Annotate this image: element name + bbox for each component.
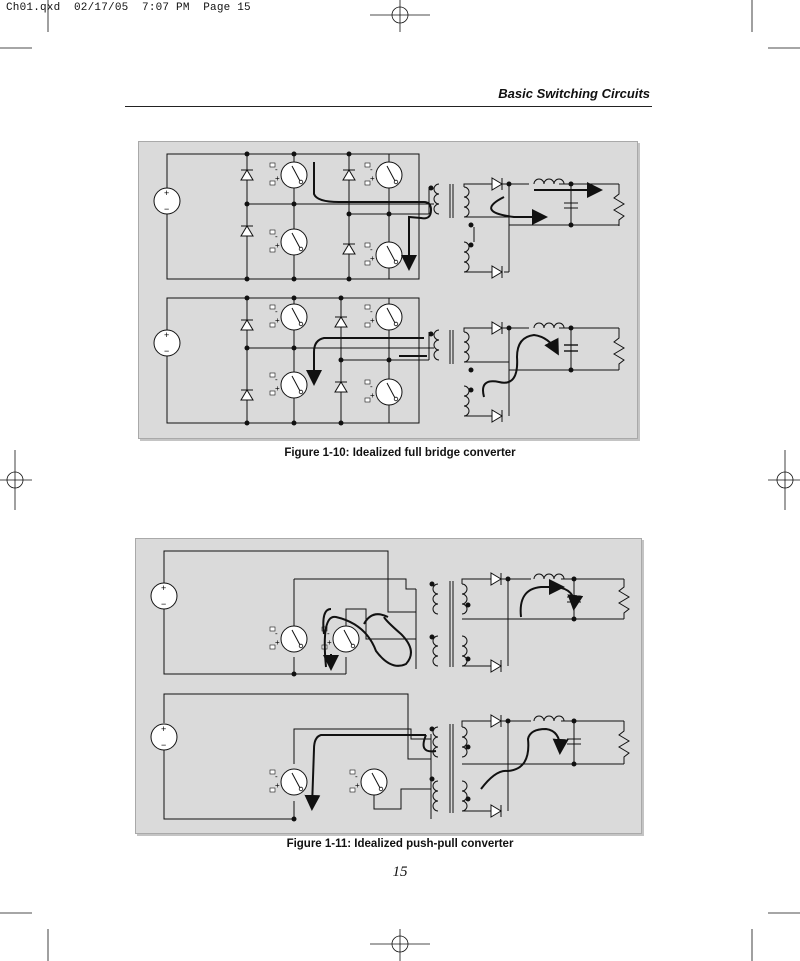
capacitor-icon xyxy=(567,738,581,745)
inductor-icon xyxy=(533,178,565,185)
switch-icon xyxy=(364,303,403,331)
registration-mark-icon xyxy=(768,450,800,510)
current-flow-arrow-icon xyxy=(304,727,569,811)
registration-mark-icon xyxy=(370,929,430,961)
switch-icon xyxy=(349,768,388,796)
figure-1-11-caption: Figure 1-11: Idealized push-pull convert… xyxy=(286,838,514,850)
svg-text:−: − xyxy=(161,599,166,609)
switch-icon xyxy=(269,371,308,399)
svg-text:−: − xyxy=(161,740,166,750)
figure-1-10-caption: Figure 1-10: Idealized full bridge conve… xyxy=(284,447,516,459)
switch-icon xyxy=(269,228,308,256)
switch-icon xyxy=(364,161,403,189)
transformer-icon xyxy=(432,724,468,813)
inductor-icon xyxy=(533,322,565,329)
push-pull-schematic: +− xyxy=(150,550,630,822)
registration-mark-icon xyxy=(370,0,430,32)
print-slug: Ch01.qxd 02/17/05 7:07 PM Page 15 xyxy=(6,2,251,14)
load-resistor-icon xyxy=(613,187,625,227)
diode-icon xyxy=(334,316,348,328)
capacitor-icon xyxy=(564,202,578,209)
svg-text:+: + xyxy=(164,330,169,340)
diode-icon xyxy=(491,265,503,279)
diode-icon xyxy=(491,409,503,423)
transformer-icon xyxy=(428,329,474,417)
current-flow-arrow-icon xyxy=(306,333,559,398)
current-flow-arrow-icon xyxy=(313,162,603,271)
transformer-icon xyxy=(428,183,474,273)
header-rule xyxy=(125,106,652,107)
diode-icon xyxy=(490,659,502,673)
load-resistor-icon xyxy=(618,724,630,764)
capacitor-icon xyxy=(564,344,578,352)
diode-icon xyxy=(490,714,502,728)
diode-icon xyxy=(342,169,356,181)
switch-icon xyxy=(364,241,403,269)
switch-icon xyxy=(269,303,308,331)
svg-text:−: − xyxy=(164,346,169,356)
inductor-icon xyxy=(533,573,565,580)
diode-icon xyxy=(240,169,254,181)
registration-mark-icon xyxy=(0,450,32,510)
load-resistor-icon xyxy=(613,331,625,371)
svg-text:+: + xyxy=(164,188,169,198)
diode-icon xyxy=(490,804,502,818)
switch-icon xyxy=(364,378,403,406)
figure-1-10-panel: - + xyxy=(138,141,638,439)
diode-icon xyxy=(342,243,356,255)
inductor-icon xyxy=(533,715,565,722)
current-flow-arrow-icon xyxy=(322,579,584,671)
transformer-icon xyxy=(432,581,468,667)
diode-icon xyxy=(491,321,503,335)
diode-icon xyxy=(334,381,348,393)
svg-text:−: − xyxy=(164,204,169,214)
switch-icon xyxy=(269,768,308,796)
page-number: 15 xyxy=(392,864,408,880)
diode-icon xyxy=(240,389,254,401)
svg-text:+: + xyxy=(161,724,166,734)
full-bridge-schematic: - + xyxy=(153,151,625,426)
diode-icon xyxy=(491,177,503,191)
svg-text:+: + xyxy=(161,583,166,593)
switch-icon xyxy=(269,161,308,189)
running-header-title: Basic Switching Circuits xyxy=(498,86,650,101)
switch-icon xyxy=(321,625,360,653)
load-resistor-icon xyxy=(618,580,630,620)
diode-icon xyxy=(240,225,254,237)
diode-icon xyxy=(240,319,254,331)
diode-icon xyxy=(490,572,502,586)
switch-icon xyxy=(269,625,308,653)
figure-1-11-panel: +− xyxy=(135,538,642,834)
